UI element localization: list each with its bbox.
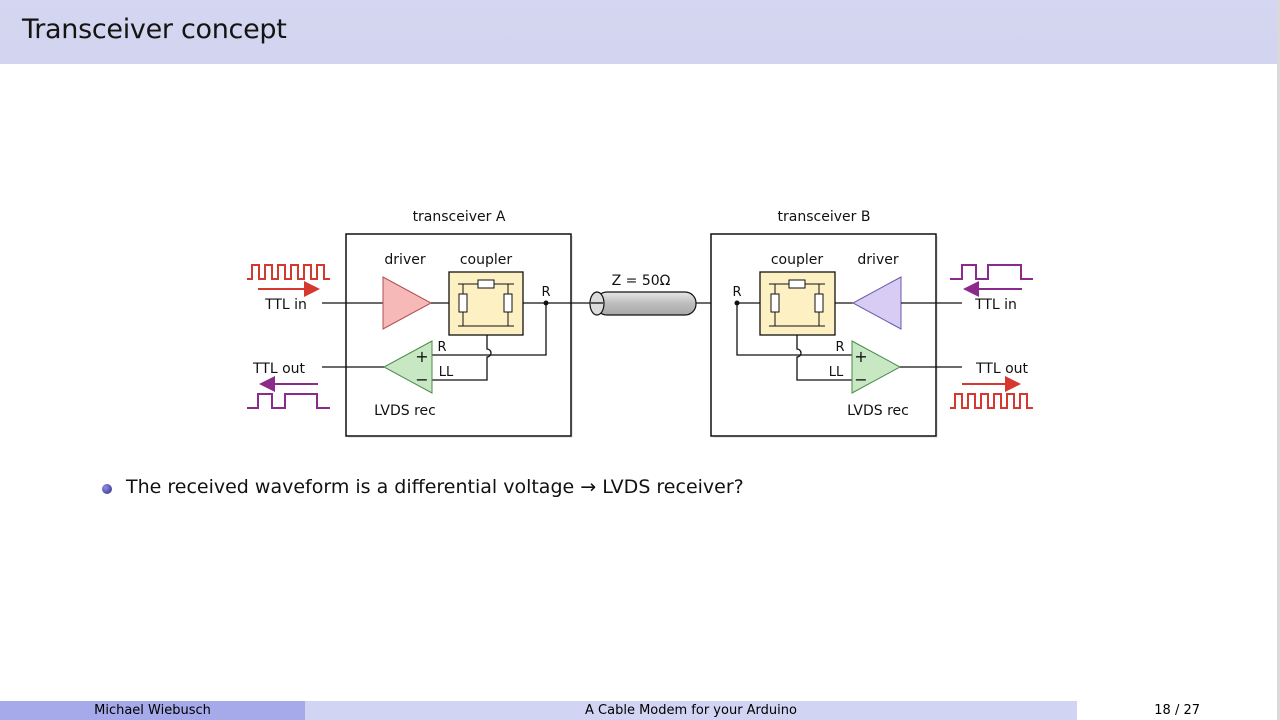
- receiver-b-r-label: R: [835, 340, 844, 355]
- coupler-a-label: coupler: [460, 252, 513, 268]
- scrollbar[interactable]: [1277, 0, 1280, 720]
- ttl-in-a-waveform: [247, 264, 330, 280]
- ttl-out-a-label: TTL out: [252, 361, 306, 377]
- receiver-b-triangle: [851, 340, 902, 394]
- receiver-a-r-label: R: [437, 340, 446, 355]
- receiver-a-plus: +: [415, 347, 428, 366]
- receiver-b-minus: −: [854, 370, 867, 389]
- cable-impedance-label: Z = 50Ω: [612, 273, 671, 289]
- receiver-a-label: LVDS rec: [374, 403, 436, 419]
- transceiver-a: transceiver A driver coupler R: [247, 209, 595, 438]
- rx-b-r-wire: [736, 303, 852, 356]
- cable-body: [595, 291, 697, 316]
- transceiver-a-box: [345, 233, 572, 437]
- driver-b-label: driver: [857, 252, 898, 268]
- slide-footer: Michael Wiebusch A Cable Modem for your …: [0, 701, 1280, 720]
- bullet-list: The received waveform is a differential …: [102, 476, 744, 498]
- rx-a-ll-wire: [432, 335, 492, 381]
- ttl-out-a-waveform: [247, 393, 330, 409]
- ttl-in-b-waveform: [950, 264, 1033, 280]
- coupler-b-label: coupler: [771, 252, 824, 268]
- ttl-in-b-label: TTL in: [974, 297, 1017, 313]
- resistor-b-label: R: [732, 285, 741, 300]
- coupler-b-network: [769, 279, 825, 327]
- footer-title: A Cable Modem for your Arduino: [305, 701, 1077, 720]
- driver-a-label: driver: [384, 252, 425, 268]
- transceiver-b-label: transceiver B: [778, 209, 871, 225]
- ttl-out-b-label: TTL out: [975, 361, 1029, 377]
- ttl-out-b-waveform: [950, 393, 1033, 409]
- rx-a-r-wire: [432, 303, 547, 356]
- ttl-in-a-label: TTL in: [264, 297, 307, 313]
- bullet-text: The received waveform is a differential …: [126, 476, 744, 498]
- transceiver-b: transceiver B coupler driver R + −: [710, 209, 1033, 438]
- footer-author: Michael Wiebusch: [0, 701, 305, 720]
- receiver-b-plus: +: [854, 347, 867, 366]
- transceiver-a-label: transceiver A: [413, 209, 506, 225]
- receiver-b-label: LVDS rec: [847, 403, 909, 419]
- driver-a-triangle: [382, 276, 433, 330]
- receiver-b-ll-label: LL: [829, 365, 844, 380]
- slide-title: Transceiver concept: [22, 14, 287, 45]
- resistor-a-label: R: [541, 285, 550, 300]
- footer-page-number: 18 / 27: [1077, 701, 1280, 720]
- bullet-item: The received waveform is a differential …: [102, 476, 744, 498]
- bullet-dot-icon: [102, 484, 112, 494]
- receiver-a-minus: −: [415, 370, 428, 389]
- coupler-a-network: [458, 279, 514, 327]
- receiver-a-ll-label: LL: [439, 365, 454, 380]
- rx-b-ll-wire: [796, 335, 852, 381]
- slide-header: Transceiver concept: [0, 0, 1280, 64]
- receiver-a-triangle: [382, 340, 433, 394]
- cable: Z = 50Ω: [589, 273, 738, 316]
